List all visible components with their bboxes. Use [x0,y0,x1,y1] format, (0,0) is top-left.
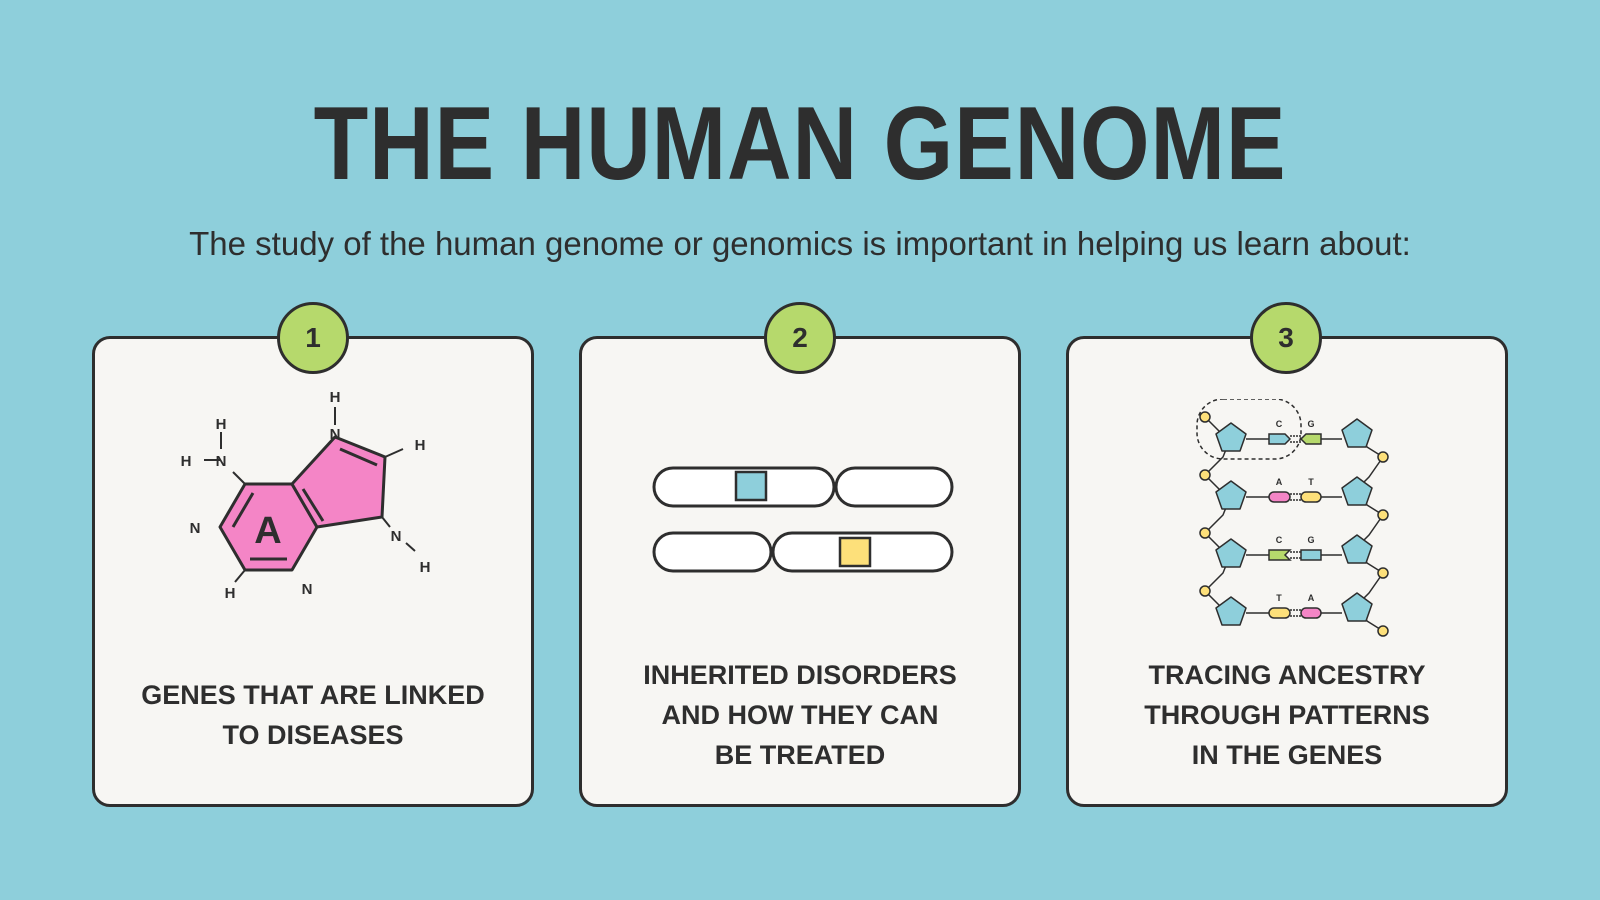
card-3-text: TRACING ANCESTRY THROUGH PATTERNS IN THE… [1144,660,1430,770]
atom-label: H [216,416,227,433]
step-badge-3: 3 [1250,302,1322,374]
atom-label: H [420,559,431,576]
atom-label: N [330,426,341,443]
atom-label: N [302,581,313,598]
base-label: C [1276,419,1283,429]
chromosome-pair-icon [652,466,954,573]
card-inherited: INHERITED DISORDERS AND HOW THEY CAN BE … [579,336,1021,807]
atom-label: H [330,389,341,406]
dna-ladder-icon: C G A T C G T A [1196,399,1389,637]
atom-label: N [190,520,201,537]
base-label: A [1276,477,1283,487]
page-subtitle: The study of the human genome or genomic… [189,225,1411,262]
atom-label: N [391,528,402,545]
card-diseases: A H N H H N H N H N H N GENES THAT ARE L… [92,336,534,807]
atom-label: H [181,453,192,470]
base-label: A [1308,593,1315,603]
step-badge-1: 1 [277,302,349,374]
card-2-text: INHERITED DISORDERS AND HOW THEY CAN BE … [643,660,957,770]
card-1-text: GENES THAT ARE LINKED TO DISEASES [141,680,485,750]
card-ancestry: C G A T C G T A TRACING ANCESTRY THROUGH… [1066,336,1508,807]
base-label: T [1308,477,1314,487]
base-label: G [1307,419,1314,429]
adenine-molecule-icon: A H N H H N H N H N H N [181,389,431,602]
page-title: THE HUMAN GENOME [313,86,1287,202]
atom-label: H [225,585,236,602]
base-label: G [1307,535,1314,545]
base-label: C [1276,535,1283,545]
atom-label: H [415,437,426,454]
molecule-center-label: A [254,510,281,552]
base-label: T [1276,593,1282,603]
atom-label: N [216,453,227,470]
step-badge-2: 2 [764,302,836,374]
